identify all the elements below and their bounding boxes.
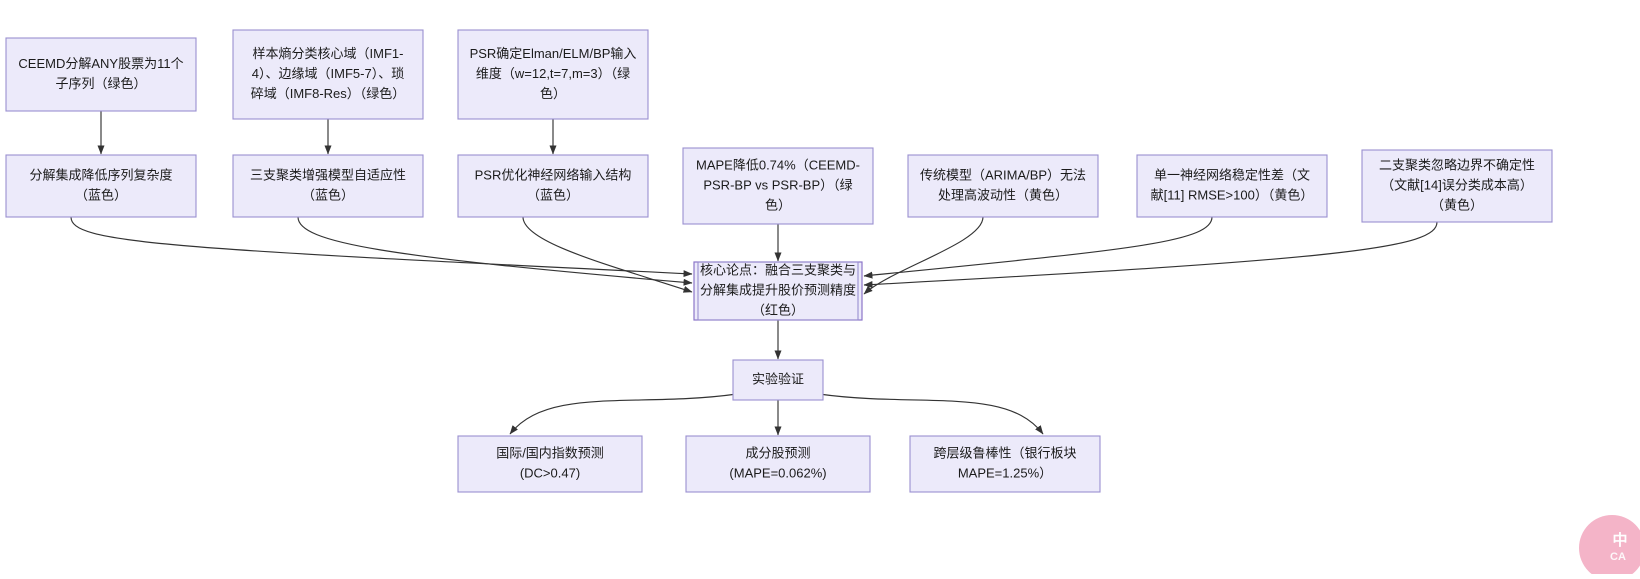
core-node-outer-border [693, 261, 863, 321]
node-n7-claim-support[interactable]: MAPE降低0.74%（CEEMD- PSR-BP vs PSR-BP）（绿色） [682, 147, 874, 225]
node-label-line: PSR优化神经网络输入结构 [475, 167, 632, 182]
edge-exp-to-r3 [818, 393, 1044, 435]
edge-exp-to-r1 [509, 393, 738, 435]
node-n6-claim-support[interactable]: PSR优化神经网络输入结构 （蓝色） [457, 154, 649, 218]
node-box [682, 147, 874, 225]
node-label-line: PSR-BP vs PSR-BP）（绿 [703, 177, 852, 192]
node-label-line: MAPE降低0.74%（CEEMD- [696, 157, 860, 172]
watermark-secondary-text: CA [1610, 551, 1626, 563]
node-box [685, 435, 871, 493]
node-label-line: （蓝色） [302, 187, 354, 202]
edge-n9-to-core [863, 216, 1213, 279]
node-label-line: CEEMD分解ANY股票为11个 [18, 56, 183, 71]
node-r3-result[interactable]: 跨层级鲁棒性（银行板块 MAPE=1.25%） [909, 435, 1101, 493]
node-box [1136, 154, 1328, 218]
node-box [457, 154, 649, 218]
node-n4-claim-support[interactable]: 分解集成降低序列复杂度 （蓝色） [5, 154, 197, 218]
core-node-inner-border [697, 261, 859, 321]
node-label-line: 三支聚类增强模型自适应性 [250, 167, 406, 182]
node-label-line: 处理高波动性（黄色） [938, 187, 1068, 202]
edge-n10-to-core [863, 221, 1438, 289]
node-label-line: 国际/国内指数预测 [496, 445, 604, 460]
node-label-line: 单一神经网络稳定性差（文 [1154, 167, 1310, 182]
node-box [5, 37, 197, 112]
node-label-line: MAPE=1.25%） [958, 465, 1052, 480]
node-label-line: 色） [765, 197, 791, 212]
node-n5-claim-support[interactable]: 三支聚类增强模型自适应性 （蓝色） [232, 154, 424, 218]
node-label-line: 分解集成降低序列复杂度 [29, 167, 172, 182]
edge-n8-to-core [863, 216, 984, 295]
node-label-line: 4）、边缘域（IMF5-7）、琐 [252, 66, 404, 81]
node-box [909, 435, 1101, 493]
node-box [457, 435, 643, 493]
node-label-line: 分解集成提升股价预测精度 [700, 282, 856, 297]
node-label-line: （黄色） [1431, 197, 1483, 212]
node-r2-result[interactable]: 成分股预测 (MAPE=0.062%) [685, 435, 871, 493]
node-label-line: （文献[14]误分类成本高） [1381, 177, 1533, 192]
node-label-line: （蓝色） [527, 187, 579, 202]
node-label-line: 色） [540, 86, 566, 101]
node-box [232, 29, 424, 120]
node-box [457, 29, 649, 120]
node-exp-validation[interactable]: 实验验证 [732, 359, 824, 401]
node-box [232, 154, 424, 218]
node-box [5, 154, 197, 218]
edge-n6-to-core [522, 216, 693, 293]
node-label-line: 实验验证 [752, 371, 804, 386]
node-n9-gap[interactable]: 单一神经网络稳定性差（文献[11] RMSE>100）（黄色） [1136, 154, 1328, 218]
node-label-line: 传统模型（ARIMA/BP）无法 [920, 167, 1086, 182]
node-label-line: 二支聚类忽略边界不确定性 [1379, 157, 1535, 172]
node-label-line: (DC>0.47) [520, 465, 580, 480]
node-n2-evidence-source[interactable]: 样本熵分类核心域（IMF1- 4）、边缘域（IMF5-7）、琐碎域（IMF8-Re… [232, 29, 424, 120]
node-label-line: PSR确定Elman/ELM/BP输入 [470, 46, 637, 61]
node-box [1361, 149, 1553, 223]
node-box [732, 359, 824, 401]
node-label-line: 成分股预测 [745, 445, 810, 460]
node-label-line: （红色） [752, 302, 804, 317]
node-label-line: 维度（w=12,t=7,m=3）（绿 [476, 66, 630, 81]
watermark: 中 CA [1579, 515, 1640, 579]
node-label-line: 核心论点：融合三支聚类与 [700, 262, 856, 277]
node-label-line: 跨层级鲁棒性（银行板块 [933, 445, 1076, 460]
node-label-line: （蓝色） [75, 187, 127, 202]
edge-n4-to-core [70, 216, 693, 278]
node-label-line: 样本熵分类核心域（IMF1- [253, 46, 404, 61]
edge-n5-to-core [297, 216, 693, 286]
watermark-primary-text: 中 [1612, 531, 1627, 549]
node-r1-result[interactable]: 国际/国内指数预测 (DC>0.47) [457, 435, 643, 493]
node-label-line: 子序列（绿色） [55, 76, 146, 91]
watermark-circle [1579, 515, 1640, 579]
node-label-line: (MAPE=0.062%) [729, 465, 826, 480]
node-box [907, 154, 1099, 218]
edges-layer [70, 111, 1438, 436]
node-label-line: 碎域（IMF8-Res）（绿色） [251, 86, 406, 101]
node-n10-gap[interactable]: 二支聚类忽略边界不确定性 （文献[14]误分类成本高） （黄色） [1361, 149, 1553, 223]
node-label-line: 献[11] RMSE>100）（黄色） [1151, 187, 1314, 202]
